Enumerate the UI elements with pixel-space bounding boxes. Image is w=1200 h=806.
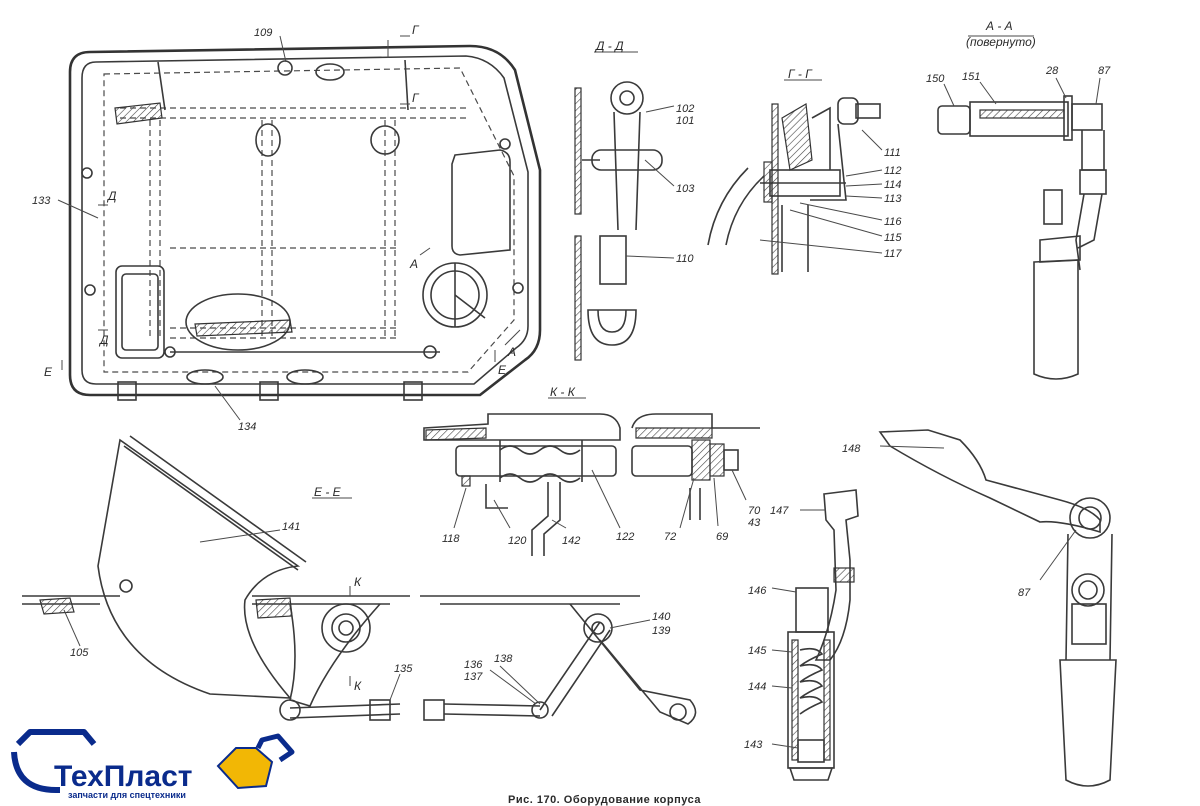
section-dd-view (574, 51, 675, 361)
cut-mark-d-top: Д (106, 189, 117, 203)
callout-146: 146 (748, 585, 767, 597)
callout-109: 109 (254, 27, 272, 39)
hull-panel-view (57, 35, 542, 421)
callout-105: 105 (70, 647, 89, 659)
callout-122: 122 (616, 531, 634, 543)
section-kk-view (423, 397, 760, 556)
section-label-kk: К - К (550, 385, 576, 399)
section-gg-view (707, 79, 883, 275)
callout-101: 101 (676, 115, 694, 127)
handle-cylinder-view (771, 489, 859, 781)
callout-115: 115 (884, 232, 902, 244)
callout-139: 139 (652, 625, 670, 637)
callout-142: 142 (562, 535, 580, 547)
callout-138: 138 (494, 653, 513, 665)
section-label-aa-note: (повернуто) (966, 35, 1036, 49)
callout-111: 111 (884, 147, 901, 159)
cut-mark-a-right: А (507, 345, 516, 359)
callout-69: 69 (716, 531, 728, 543)
callout-143: 143 (744, 739, 763, 751)
callout-135: 135 (394, 663, 413, 675)
callout-145: 145 (748, 645, 767, 657)
callout-134: 134 (238, 421, 256, 433)
cut-mark-a-left: А (409, 257, 418, 271)
callout-102: 102 (676, 103, 694, 115)
callout-150: 150 (926, 73, 945, 85)
cut-mark-e-right: Е (498, 363, 507, 377)
section-label-ee: Е - Е (314, 485, 342, 499)
callout-116: 116 (884, 216, 902, 228)
callout-112: 112 (884, 165, 902, 177)
cut-mark-k-top: К (354, 575, 362, 589)
callout-117: 117 (884, 248, 902, 260)
cut-mark-d-bottom: Д (98, 333, 109, 347)
callout-133: 133 (32, 195, 51, 207)
section-label-dd: Д - Д (594, 39, 624, 53)
excavator-bucket-logo-icon (11, 729, 295, 793)
figure-caption: Рис. 170. Оборудование корпуса (508, 794, 701, 806)
callout-87: 87 (1098, 65, 1111, 77)
callout-114: 114 (884, 179, 902, 191)
callout-151: 151 (962, 71, 980, 83)
callout-72: 72 (664, 531, 676, 543)
watermark-tagline: запчасти для спецтехники (68, 790, 186, 800)
callout-103: 103 (676, 183, 695, 195)
callout-148: 148 (842, 443, 861, 455)
callout-120: 120 (508, 535, 527, 547)
callout-147: 147 (770, 505, 789, 517)
callout-113: 113 (884, 193, 902, 205)
callout-140: 140 (652, 611, 671, 623)
section-ee-view (22, 435, 697, 725)
callout-28: 28 (1045, 65, 1059, 77)
callout-141: 141 (282, 521, 300, 533)
cut-mark-k-bottom: К (354, 679, 362, 693)
callout-43: 43 (748, 517, 761, 529)
section-aa-view (937, 35, 1107, 380)
section-label-gg: Г - Г (788, 67, 813, 81)
cut-mark-e-left: Е (44, 365, 53, 379)
lever-assembly-view (878, 429, 1117, 787)
section-label-aa: А - А (985, 19, 1013, 33)
cut-mark-g-top: Г (412, 23, 420, 37)
watermark-brand: ТехПласт (54, 760, 193, 793)
callout-136: 136 (464, 659, 483, 671)
callout-144: 144 (748, 681, 766, 693)
callout-87-lever: 87 (1018, 587, 1031, 599)
callout-137: 137 (464, 671, 483, 683)
callout-110: 110 (676, 253, 694, 265)
callout-70: 70 (748, 505, 761, 517)
cut-mark-g-bottom: Г (412, 91, 420, 105)
callout-118: 118 (442, 533, 460, 545)
